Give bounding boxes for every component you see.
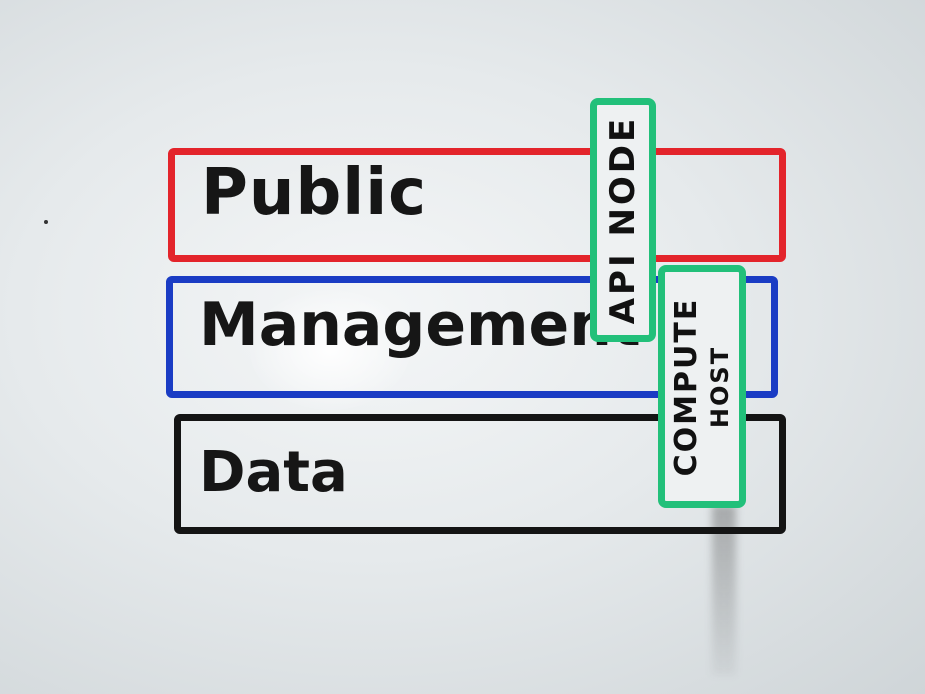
- public-layer-label: Public: [201, 156, 428, 230]
- api-node-box: API NODE: [590, 98, 656, 342]
- compute-host-label: COMPUTE HOST: [669, 297, 734, 476]
- management-layer-box: Management: [166, 276, 778, 398]
- data-layer-box: Data: [174, 414, 786, 534]
- compute-host-label-line2: HOST: [706, 345, 734, 428]
- compute-host-box: COMPUTE HOST: [658, 265, 746, 508]
- api-node-label: API NODE: [603, 115, 643, 325]
- marker-dot: [44, 220, 48, 224]
- data-layer-label: Data: [199, 440, 348, 505]
- management-layer-label: Management: [199, 290, 641, 360]
- public-layer-box: Public: [168, 148, 786, 262]
- compute-host-label-line1: COMPUTE: [669, 297, 704, 476]
